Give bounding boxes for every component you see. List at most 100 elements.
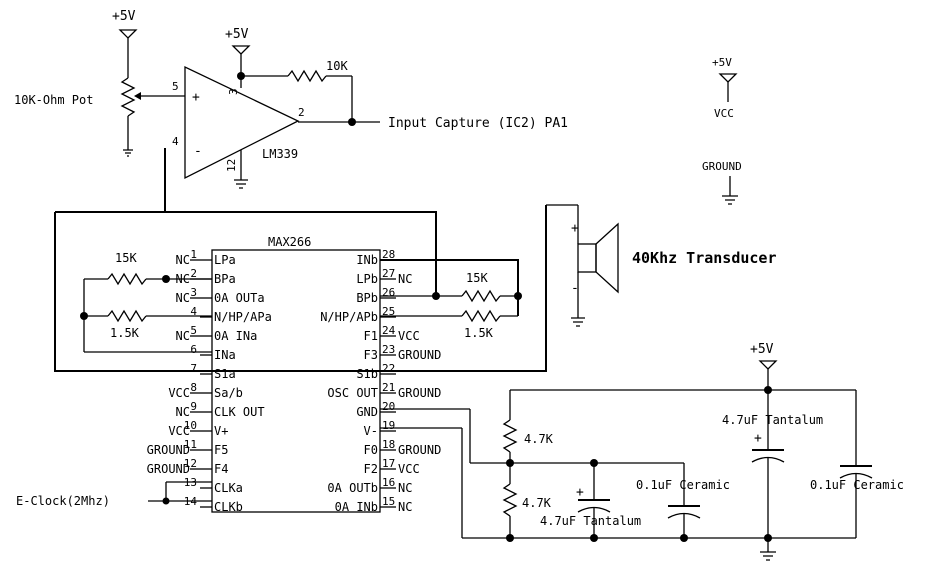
pin-name: 0A INa (214, 329, 257, 343)
tantalum-cap-2-plus: + (754, 431, 762, 446)
pin-external: GROUND (398, 443, 441, 457)
pin-external: NC (398, 500, 412, 514)
tantalum-cap-1-plus: + (576, 485, 584, 500)
opamp-pin4: 4 (172, 135, 179, 148)
pin-name: S1a (214, 367, 236, 381)
pin-name: 0A OUTa (214, 291, 265, 305)
pin-external: VCC (168, 424, 190, 438)
pin-number: 7 (190, 362, 197, 375)
chip-pin-right: 18 F0 GROUND (364, 438, 442, 457)
pin-number: 27 (382, 267, 395, 280)
pin-name: INb (356, 253, 378, 267)
pin-number: 10 (184, 419, 197, 432)
pin-number: 11 (184, 438, 197, 451)
pin-number: 4 (190, 305, 197, 318)
opamp-name: LM339 (262, 147, 298, 161)
pin-name: F0 (364, 443, 378, 457)
pin-name: N/HP/APb (320, 310, 378, 324)
opamp-pin3: 3 (227, 88, 240, 95)
tantalum-cap-1-label: 4.7uF Tantalum (540, 514, 641, 528)
pin-name: INa (214, 348, 236, 362)
pin-number: 28 (382, 248, 395, 261)
ceramic-cap-1: 0.1uF Ceramic (636, 463, 730, 538)
resistor-4-7k-bottom: 4.7K (522, 496, 552, 510)
pin-name: CLKb (214, 500, 243, 514)
pin-name: LPb (356, 272, 378, 286)
chip-pin-left: 4 N/HP/APa (190, 305, 271, 324)
power-network: +5V 4.7K 4.7K (380, 342, 856, 561)
pin-external: VCC (168, 386, 190, 400)
pin-name: BPb (356, 291, 378, 305)
pin-name: BPa (214, 272, 236, 286)
pin-name: CLKa (214, 481, 243, 495)
opamp-ground (234, 150, 248, 189)
chip-pin-right: 20 GND (356, 400, 396, 419)
pin-number: 5 (190, 324, 197, 337)
tantalum-cap-2: + 4.7uF Tantalum (722, 390, 823, 538)
pin-number: 25 (382, 305, 395, 318)
pin-number: 1 (190, 248, 197, 261)
capture-label: Input Capture (IC2) PA1 (388, 116, 568, 131)
transducer: + - 40Khz Transducer (546, 204, 777, 327)
pin-number: 2 (190, 267, 197, 280)
pin-number: 20 (382, 400, 395, 413)
legend-vcc-label: VCC (714, 107, 734, 120)
chip-pin-right: 25 N/HP/APb (320, 305, 396, 324)
potentiometer: 10K-Ohm Pot (14, 77, 185, 157)
pin-number: 23 (382, 343, 395, 356)
legend-ground-label: GROUND (702, 160, 742, 173)
pin-name: F4 (214, 462, 228, 476)
resistor-left-1-5k: 1.5K (110, 326, 140, 340)
pin-name: S1b (356, 367, 378, 381)
pin-number: 15 (382, 495, 395, 508)
pin-external: GROUND (398, 348, 441, 362)
pin-number: 19 (382, 419, 395, 432)
tantalum-cap-2-label: 4.7uF Tantalum (722, 413, 823, 427)
ceramic-cap-2: 0.1uF Ceramic (810, 390, 904, 538)
legend-ground: GROUND (702, 160, 742, 205)
vcc-symbol-opamp: +5V (225, 27, 251, 88)
feedback-resistor-label: 10K (326, 59, 348, 73)
opamp-pin12: 12 (225, 159, 238, 172)
opamp-pin5: 5 (172, 80, 179, 93)
chip-pin-right: 28 INb (356, 248, 396, 267)
opamp-pin2: 2 (298, 106, 305, 119)
pin-name: 0A OUTb (327, 481, 378, 495)
right-filter-network: 15K 1.5K (380, 259, 522, 340)
ceramic-cap-2-label: 0.1uF Ceramic (810, 478, 904, 492)
ceramic-cap-1-label: 0.1uF Ceramic (636, 478, 730, 492)
pin-name: F1 (364, 329, 378, 343)
pin-number: 18 (382, 438, 395, 451)
transducer-label: 40Khz Transducer (632, 249, 777, 267)
resistor-4-7k-top: 4.7K (524, 432, 554, 446)
pin-number: 9 (190, 400, 197, 413)
pin-name: V+ (214, 424, 228, 438)
tantalum-cap-1: + 4.7uF Tantalum (540, 463, 641, 538)
pin-external: VCC (398, 462, 420, 476)
pin-name: N/HP/APa (214, 310, 272, 324)
opamp-plus: + (192, 90, 200, 105)
pot-label: 10K-Ohm Pot (14, 93, 93, 107)
pin-name: Sa/b (214, 386, 243, 400)
pin-name: GND (356, 405, 378, 419)
pin-name: CLK OUT (214, 405, 265, 419)
resistor-right-1-5k: 1.5K (464, 326, 494, 340)
vcc-label-pwr: +5V (750, 342, 774, 357)
pin-name: OSC OUT (327, 386, 378, 400)
pin-external: GROUND (398, 386, 441, 400)
legend-vcc-value: +5V (712, 56, 732, 69)
pin-name: F3 (364, 348, 378, 362)
